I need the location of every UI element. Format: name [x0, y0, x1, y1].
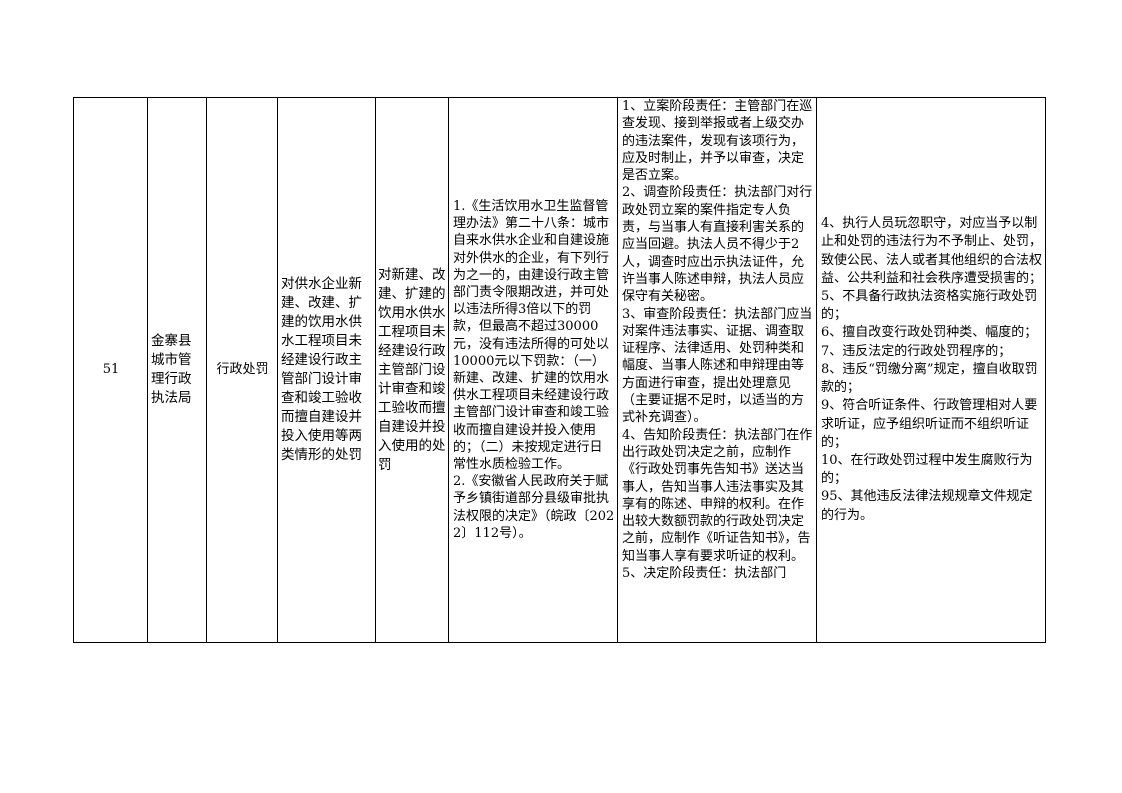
cell-responsibility: 1、立案阶段责任：主管部门在巡查发现、接到举报或者上级交办的违法案件，发现有该项…: [618, 98, 817, 642]
cell-item-name: 对供水企业新建、改建、扩建的饮用水供水工程项目未经建设行政主管部门设计审查和竣工…: [278, 98, 376, 642]
sub-item-name: 对新建、改建、扩建的饮用水供水工程项目未经建设行政主管部门设计审查和竣工验收而擅…: [378, 266, 446, 473]
column-divider: [147, 98, 148, 642]
legal-basis: 1.《生活饮用水卫生监督管理办法》第二十八条：城市自来水供水企业和自建设施对外供…: [453, 198, 615, 541]
column-divider: [448, 98, 449, 642]
cell-number: 51: [74, 98, 148, 642]
power-list-table: 51 金寨县城市管理行政执法局 行政处罚 对供水企业新建、改建、扩建的饮用水供水…: [73, 97, 1046, 643]
column-divider: [617, 98, 618, 642]
accountability-text: 4、执行人员玩忽职守，对应当予以制止和处罚的违法行为不予制止、处罚，致使公民、法…: [821, 216, 1043, 523]
cell-accountability: 4、执行人员玩忽职守，对应当予以制止和处罚的违法行为不予制止、处罚，致使公民、法…: [817, 98, 1046, 642]
department-name: 金寨县城市管理行政执法局: [151, 333, 192, 406]
cell-legal-basis: 1.《生活饮用水卫生监督管理办法》第二十八条：城市自来水供水企业和自建设施对外供…: [449, 98, 618, 642]
column-divider: [277, 98, 278, 642]
cell-department: 金寨县城市管理行政执法局: [148, 98, 207, 642]
item-name: 对供水企业新建、改建、扩建的饮用水供水工程项目未经建设行政主管部门设计审查和竣工…: [281, 276, 362, 463]
cell-sub-item: 对新建、改建、扩建的饮用水供水工程项目未经建设行政主管部门设计审查和竣工验收而擅…: [376, 98, 449, 642]
responsibility-text: 1、立案阶段责任：主管部门在巡查发现、接到举报或者上级交办的违法案件，发现有该项…: [622, 99, 813, 582]
column-divider: [816, 98, 817, 642]
column-divider: [206, 98, 207, 642]
power-type: 行政处罚: [216, 362, 269, 378]
row-number: 51: [102, 362, 120, 378]
cell-power-type: 行政处罚: [207, 98, 278, 642]
column-divider: [375, 98, 376, 642]
